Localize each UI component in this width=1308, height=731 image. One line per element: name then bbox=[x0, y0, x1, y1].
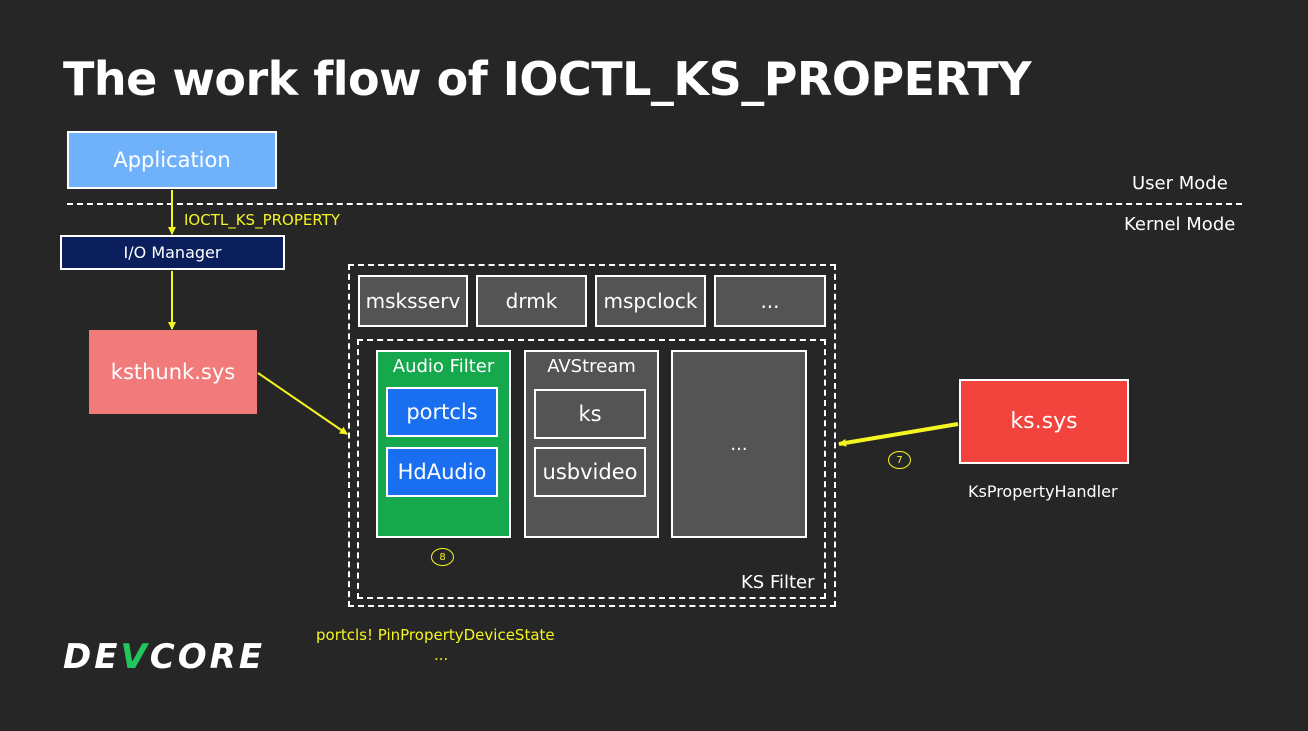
module-msksserv: msksserv bbox=[358, 275, 468, 327]
ks-outer-container bbox=[348, 264, 836, 607]
arrow-ksthunk-to-ksfilter bbox=[257, 372, 348, 435]
usbvideo-box: usbvideo bbox=[534, 447, 646, 497]
mode-boundary-line bbox=[67, 203, 1242, 205]
step-7-badge: 7 bbox=[888, 451, 911, 469]
more-drivers-column: ... bbox=[671, 350, 807, 538]
io-manager-box: I/O Manager bbox=[60, 235, 285, 270]
audio-filter-header: Audio Filter bbox=[392, 356, 495, 377]
logo-right-text: CORE bbox=[149, 637, 266, 677]
pin-property-more: ... bbox=[434, 646, 449, 664]
audio-filter-column bbox=[376, 350, 511, 538]
step-8-badge: 8 bbox=[431, 548, 454, 566]
avstream-column bbox=[524, 350, 659, 538]
logo-mark: V bbox=[120, 637, 150, 677]
kssys-box: ks.sys bbox=[959, 379, 1129, 464]
user-mode-label: User Mode bbox=[1132, 173, 1228, 194]
ks-filter-container bbox=[357, 339, 826, 599]
module-more: ... bbox=[714, 275, 826, 327]
module-drmk: drmk bbox=[476, 275, 587, 327]
ks-property-handler-label: KsPropertyHandler bbox=[968, 482, 1118, 501]
kernel-mode-label: Kernel Mode bbox=[1124, 214, 1236, 235]
ioctl-label: IOCTL_KS_PROPERTY bbox=[184, 211, 341, 229]
pin-property-label: portcls! PinPropertyDeviceState bbox=[316, 626, 555, 644]
application-box: Application bbox=[67, 131, 277, 189]
hdaudio-box: HdAudio bbox=[386, 447, 498, 497]
ks-box: ks bbox=[534, 389, 646, 439]
module-mspclock: mspclock bbox=[595, 275, 706, 327]
arrow-kssys-to-drivers bbox=[838, 422, 959, 447]
devcore-logo: DEVCORE bbox=[63, 637, 265, 677]
logo-left-text: DE bbox=[63, 637, 121, 677]
avstream-header: AVStream bbox=[547, 356, 636, 377]
ksthunk-box: ksthunk.sys bbox=[89, 330, 257, 414]
slide-title: The work flow of IOCTL_KS_PROPERTY bbox=[63, 52, 1032, 106]
ks-filter-label: KS Filter bbox=[741, 572, 815, 593]
portcls-box: portcls bbox=[386, 387, 498, 437]
